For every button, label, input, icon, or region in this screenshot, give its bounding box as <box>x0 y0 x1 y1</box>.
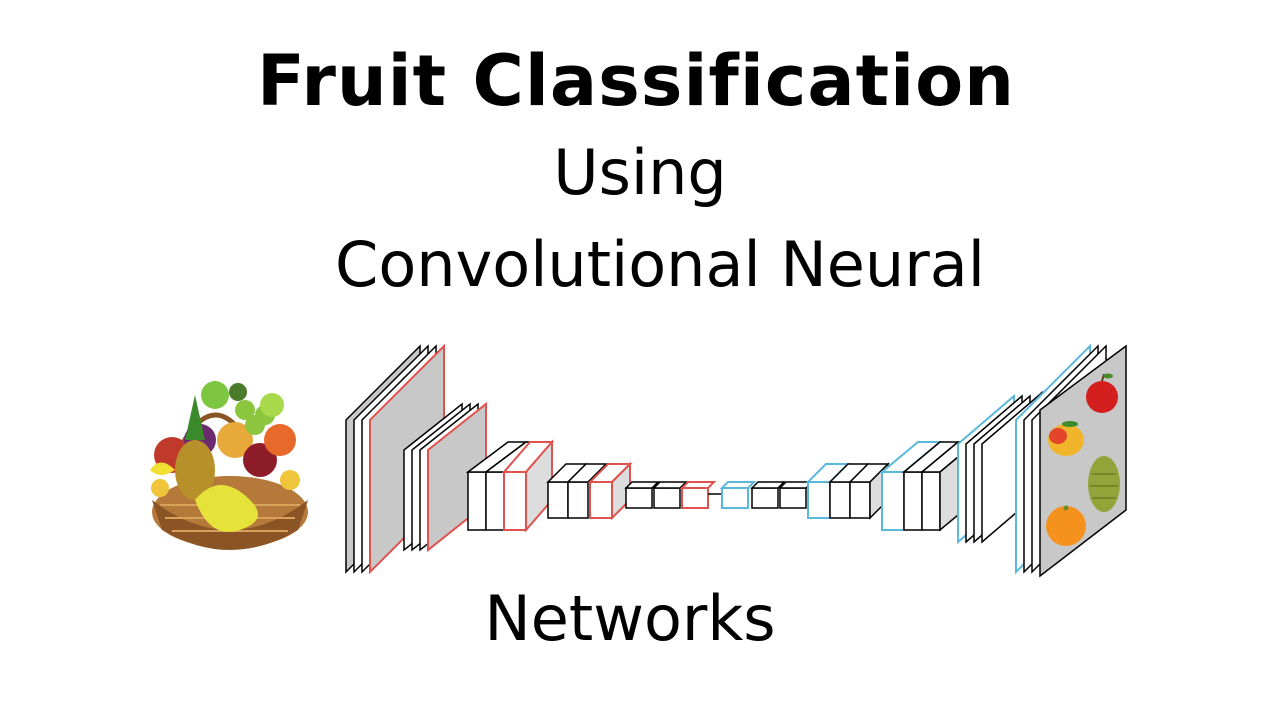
encoder-stage-4 <box>546 461 633 521</box>
mango-icon <box>1048 421 1084 456</box>
apple-icon <box>1086 373 1118 413</box>
title-line-4: Networks <box>484 582 776 655</box>
encoder-stage-2 <box>403 401 487 553</box>
decoder-stage-2 <box>805 462 890 520</box>
title-line-1: Fruit Classification <box>256 40 1015 122</box>
decoder-stage-1 <box>719 481 814 509</box>
title-line-3: Convolutional Neural <box>335 228 985 301</box>
orange-icon <box>1046 505 1086 546</box>
fruit-basket-icon <box>150 381 308 550</box>
jackfruit-icon <box>1088 456 1120 512</box>
title-line-2: Using <box>553 136 727 209</box>
encoder-stage-3 <box>465 439 555 533</box>
encoder-stage-5 <box>624 481 717 509</box>
